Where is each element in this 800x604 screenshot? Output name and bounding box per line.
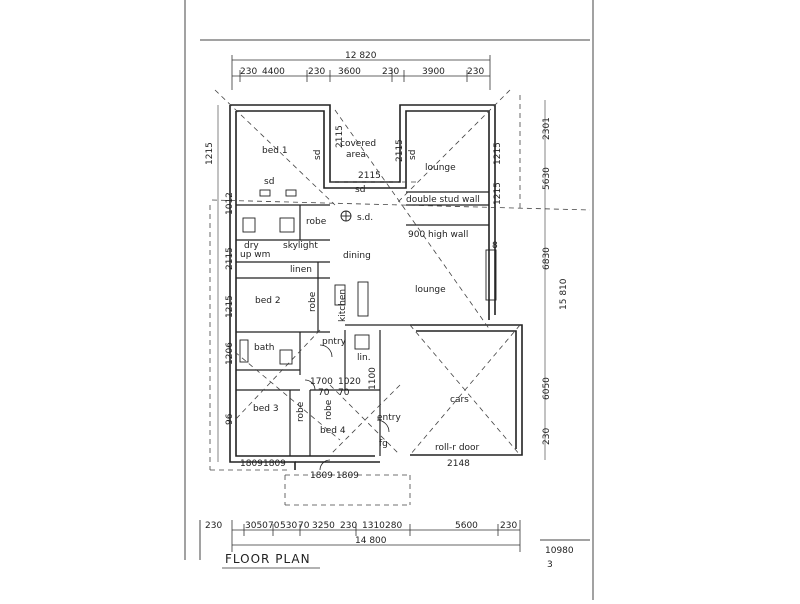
room-label-skylight: skylight [283,241,318,251]
overall-depth-dimension: 15 810 [559,278,569,310]
inner-dim-1100: 1100 [368,367,378,390]
label-sd-bed1: sd [264,177,274,187]
right-mark-8: 8 [492,241,498,251]
inner-dim-2115-covered: 2115 [358,171,381,181]
bottom-inner-dim-1809-c: 1809 [310,471,333,481]
left-dim-96: 96 [225,413,235,425]
top-overall-dimension: 12 820 [345,51,377,61]
label-sd-covered: sd [355,185,365,195]
top-dim-7: 230 [467,67,484,77]
label-double-stud-wall: double stud wall [406,195,480,205]
label-roller-door: roll-r door [435,443,480,453]
inner-dim-70a: 70 [318,388,330,398]
right-dim-1215: 1215 [493,142,503,165]
room-label-up-wm: up wm [240,250,270,260]
top-dim-1: 230 [240,67,257,77]
room-label-bed1: bed 1 [262,146,288,156]
label-900-high-wall: 900 high wall [408,230,468,240]
room-label-area: area [346,150,366,160]
floor-plan-title: FLOOR PLAN [225,552,311,566]
bottom-dim-1310: 1310 [362,521,385,531]
interior-walls [236,191,489,456]
room-label-cars: cars [450,395,469,405]
bottom-dim-230-left: 230 [205,521,222,531]
bottom-dim-3250: 3250 [312,521,335,531]
top-dimension-ticks [231,55,491,90]
page-mark: 3 [547,560,553,570]
room-label-lounge-top: lounge [425,163,456,173]
left-dim-1215b: 1215 [225,295,235,318]
door-swings [304,344,390,471]
inner-dim-2115-right: 2115 [395,139,405,162]
inner-dim-1020: 1020 [338,377,361,387]
right-dim-2301: 2301 [542,117,552,140]
room-label-robe-bed2: robe [308,291,318,312]
bottom-dim-3050: 3050 [245,521,268,531]
room-label-fg: fg [379,439,388,449]
room-label-lounge-mid: lounge [415,285,446,295]
corner-reference-number: 10980 [545,546,574,556]
bottom-inner-dim-2148: 2148 [447,459,470,469]
room-label-robe-bed3: robe [296,401,306,422]
inner-dim-70b: 70 [338,388,350,398]
top-dim-2: 4400 [262,67,285,77]
room-label-pantry: pntry [322,337,347,347]
room-label-bath: bath [254,343,274,353]
top-dim-5: 230 [382,67,399,77]
bottom-dimension-ticks [231,520,521,552]
inner-dim-2115-left: 2115 [335,125,345,148]
bottom-dim-230-right: 230 [500,521,517,531]
bottom-inner-dim-1809-b: 1809 [263,459,286,469]
bottom-dim-70a: 70 [268,521,280,531]
bottom-inner-dim-1809-d: 1809 [336,471,359,481]
bottom-dim-5600: 5600 [455,521,478,531]
left-dim-2115: 2115 [225,247,235,270]
right-dim-6050: 6050 [542,377,552,400]
room-label-wc: lin. [357,353,371,363]
inner-dim-1700: 1700 [310,377,333,387]
top-dim-6: 3900 [422,67,445,77]
label-sd-vertical-bed1: sd [313,150,323,160]
bottom-dim-70b: 70 [298,521,310,531]
bottom-overall-dimension: 14 800 [355,536,387,546]
room-label-linen: linen [290,265,312,275]
bottom-inner-dim-1809-a: 1809 [240,459,263,469]
room-label-bed3: bed 3 [253,404,279,414]
top-dim-4: 3600 [338,67,361,77]
bottom-dim-280: 280 [385,521,402,531]
bottom-dim-230-mid: 230 [340,521,357,531]
roof-lines [209,89,591,506]
right-dim-5630: 5630 [542,167,552,190]
bottom-dim-530: 530 [280,521,297,531]
room-label-covered: covered [340,139,376,149]
exterior-walls [229,104,523,470]
room-label-kitchen: kitchen [338,289,348,322]
left-dim-1012: 1012 [225,192,235,215]
right-dim-6830: 6830 [542,247,552,270]
room-label-dining: dining [343,251,371,261]
right-dim-230: 230 [542,428,552,445]
label-sd-vertical-lounge: sd [408,150,418,160]
room-label-entry: entry [377,413,401,423]
fixtures [239,189,497,365]
label-sd-dining: s.d. [357,213,373,223]
right-dim-1215b: 1215 [493,182,503,205]
left-dim-1206: 1206 [225,342,235,365]
room-label-dry: dry [244,241,259,251]
room-label-robe-bed4: robe [324,399,334,420]
room-label-bed2: bed 2 [255,296,281,306]
room-label-bed4: bed 4 [320,426,346,436]
top-dim-3: 230 [308,67,325,77]
left-dim-1215: 1215 [205,142,215,165]
room-label-robe-small: robe [306,217,327,227]
